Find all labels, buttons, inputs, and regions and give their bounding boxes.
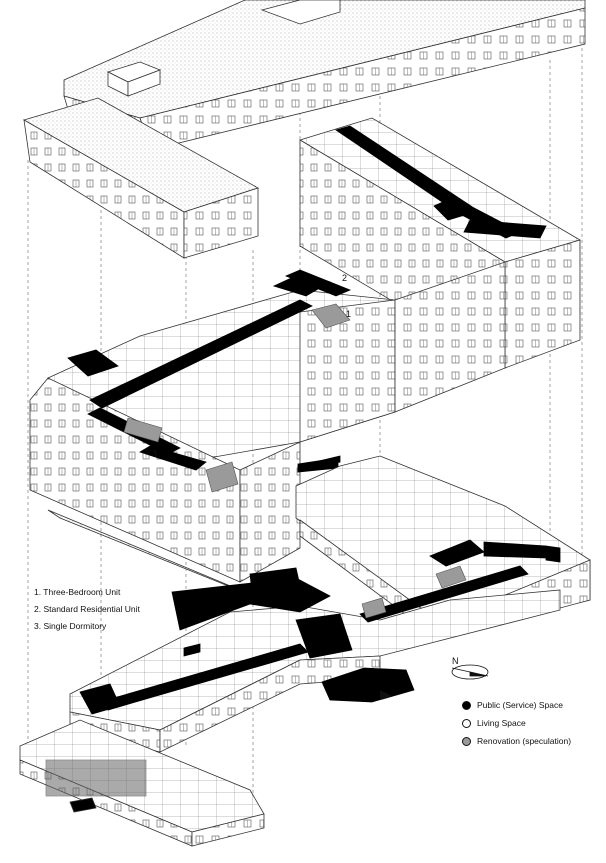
callout-2: 2 — [342, 273, 347, 283]
existing-building-top — [22, 0, 586, 259]
legend-item-renovation: Renovation (speculation) — [462, 732, 571, 750]
living-space-swatch — [462, 718, 471, 728]
legend-label-public: Public (Service) Space — [477, 700, 563, 710]
unit-type-single-dormitory: 3. Single Dormitory — [34, 621, 107, 631]
unit-type-standard-residential: 2. Standard Residential Unit — [34, 604, 140, 614]
callout-1: 1 — [346, 309, 351, 319]
legend-label-living: Living Space — [477, 718, 526, 728]
public-space-swatch — [462, 700, 471, 710]
callout-3: 3 — [152, 449, 157, 459]
legend: Public (Service) Space Living Space Reno… — [462, 696, 571, 750]
compass-icon — [451, 664, 489, 680]
renovation-ground — [361, 565, 467, 619]
entrance-arrow-icon — [380, 690, 392, 700]
legend-item-public: Public (Service) Space — [462, 696, 571, 714]
unit-type-list: 1. Three-Bedroom Unit 2. Standard Reside… — [34, 584, 140, 635]
public-space-ground — [79, 455, 561, 715]
basement-block — [19, 719, 265, 847]
unit-type-three-bedroom: 1. Three-Bedroom Unit — [34, 587, 121, 597]
legend-item-living: Living Space — [462, 714, 571, 732]
compass-north-label: N — [452, 656, 459, 666]
renovation-upper — [123, 303, 351, 493]
legend-label-renovation: Renovation (speculation) — [477, 736, 572, 746]
renovation-swatch — [462, 736, 471, 746]
